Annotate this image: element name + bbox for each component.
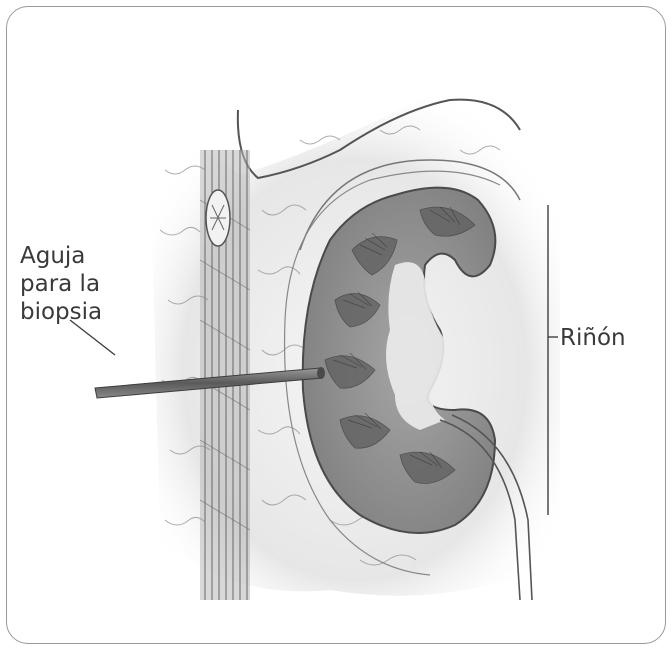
needle-label: Aguja para la biopsia <box>20 242 102 326</box>
kidney-label: Riñón <box>560 324 626 352</box>
needle-label-line3: biopsia <box>20 298 102 326</box>
needle-label-line1: Aguja <box>20 242 102 270</box>
needle-label-line2: para la <box>20 270 102 298</box>
